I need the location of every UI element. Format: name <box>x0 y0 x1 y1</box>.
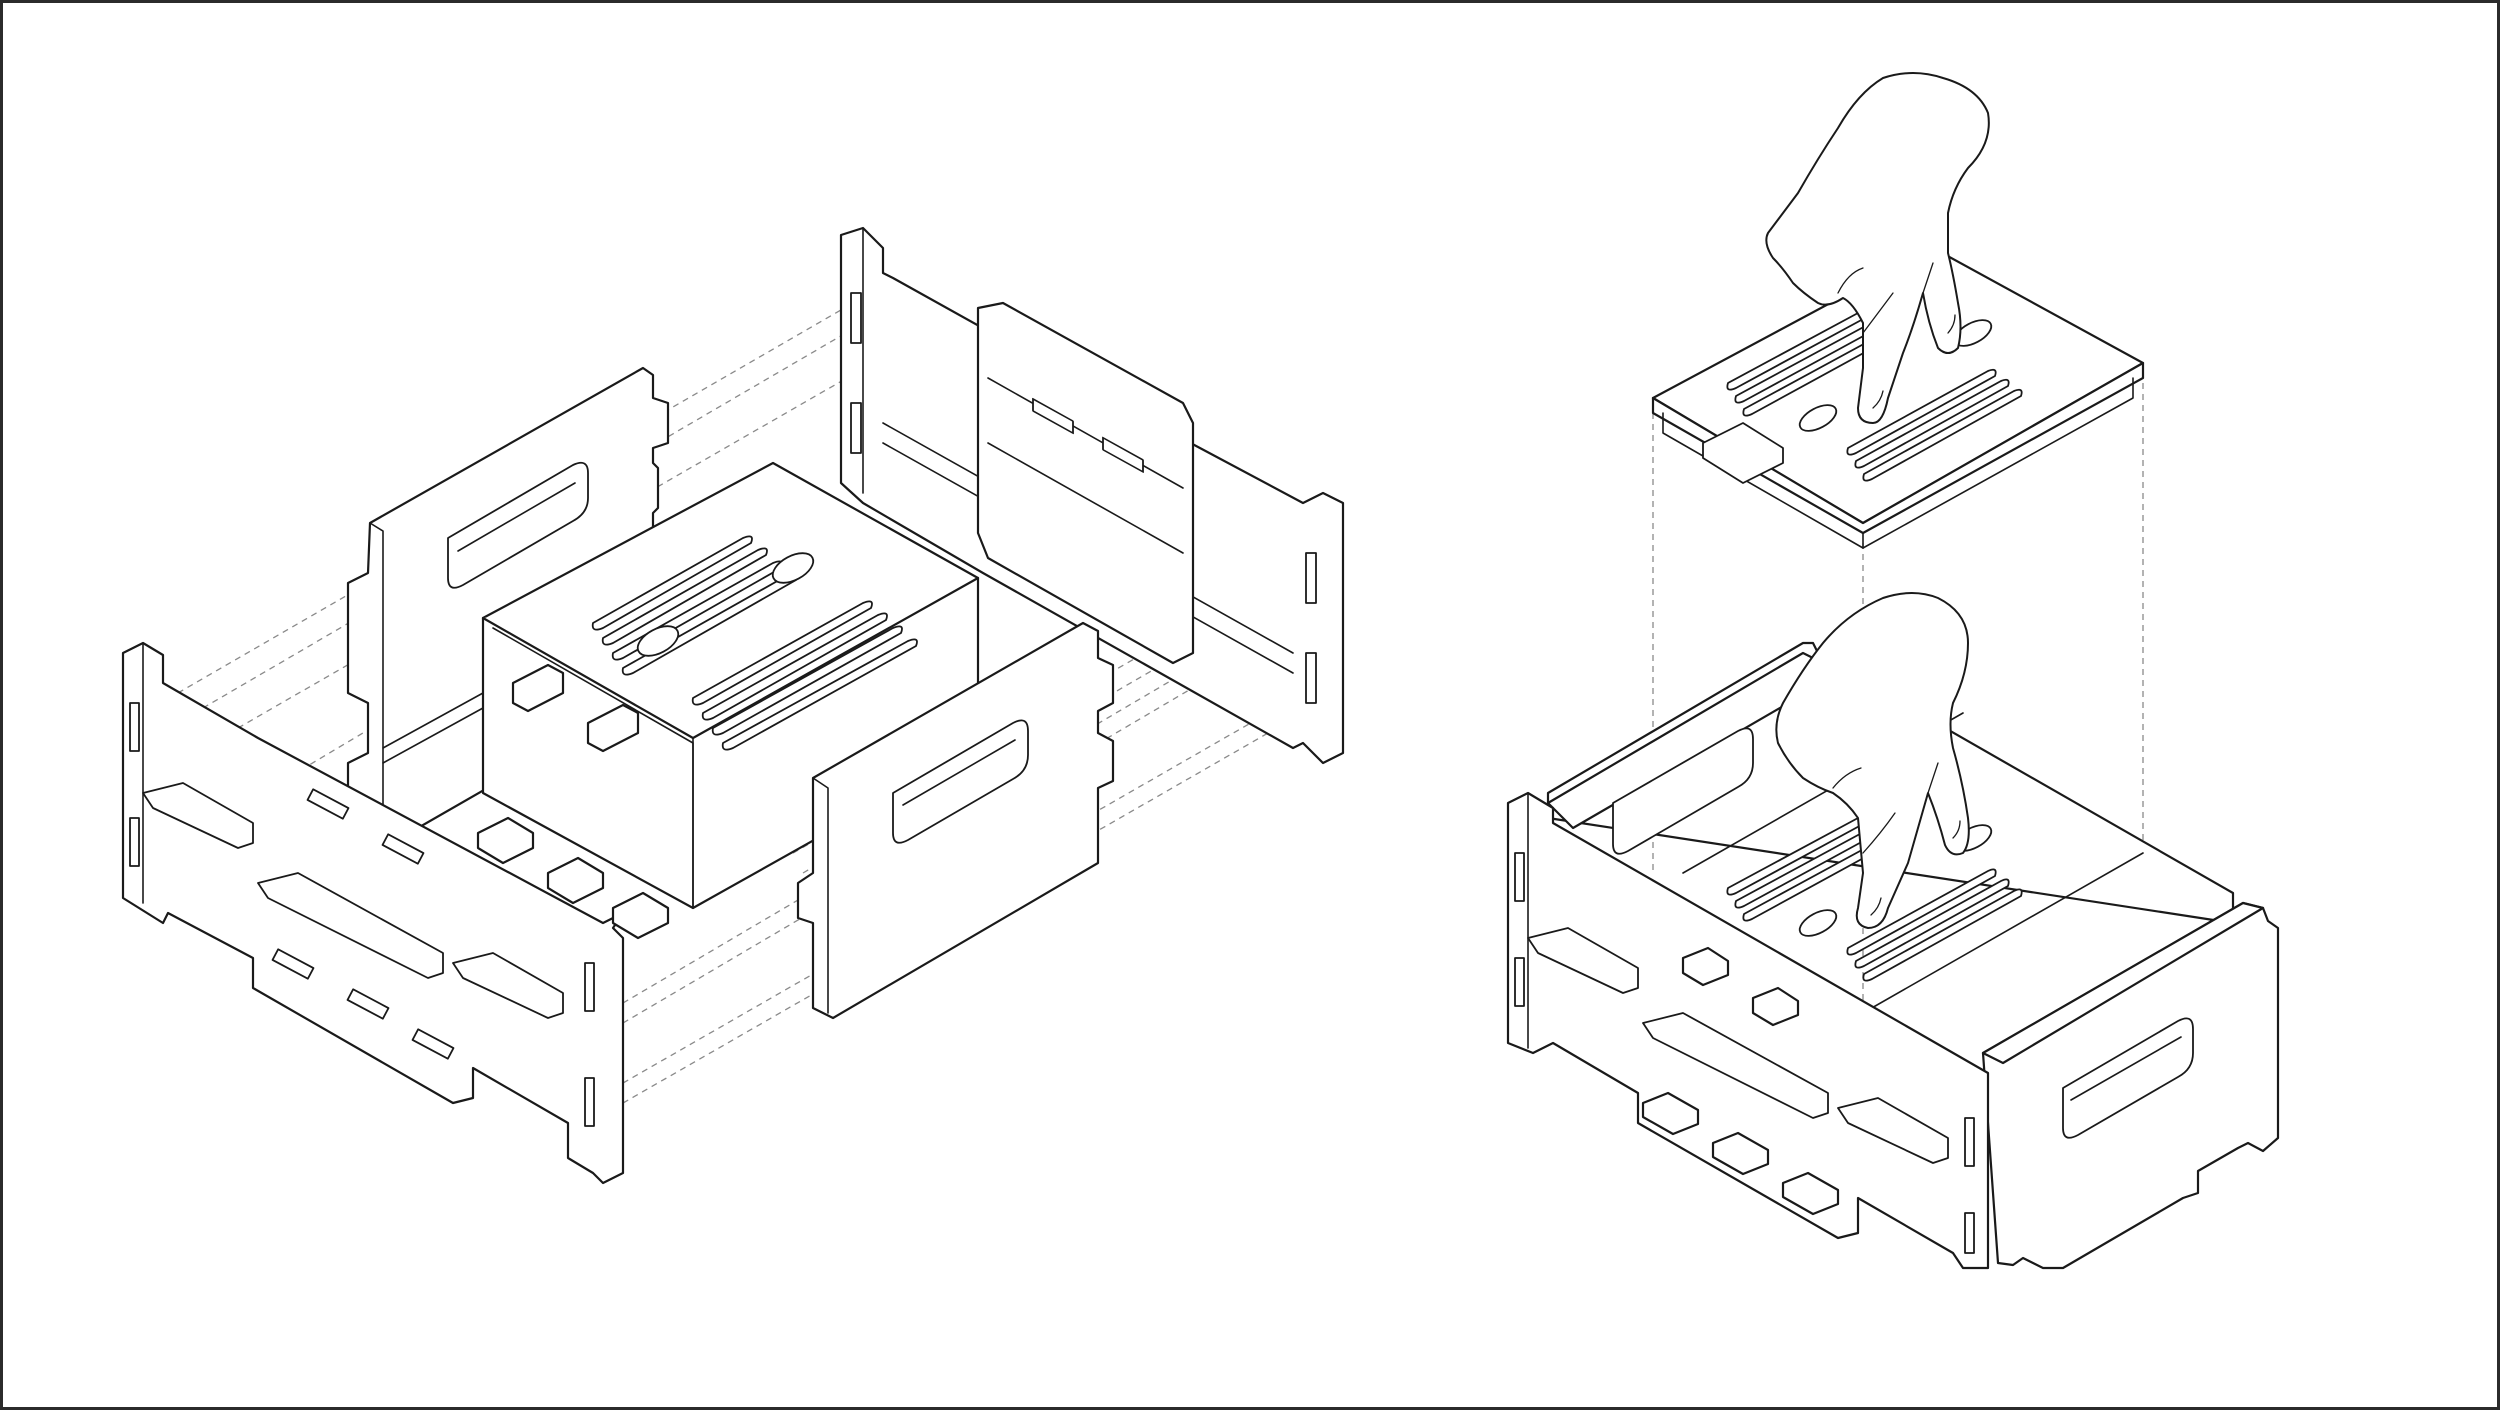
hand-icon <box>1765 72 1990 424</box>
assembled-view <box>1506 72 2280 1270</box>
right-end-panel <box>796 621 1115 1020</box>
lid <box>1651 246 2145 549</box>
exploded-view <box>121 226 1345 1185</box>
diagram-svg <box>121 72 2280 1270</box>
hand-icon <box>1775 592 1970 929</box>
assembled-box <box>1506 641 2280 1270</box>
tray-vent-slots <box>591 535 918 751</box>
front-side-panel <box>121 641 670 1185</box>
inner-tray <box>382 461 980 910</box>
divider-panel-back <box>976 301 1195 665</box>
